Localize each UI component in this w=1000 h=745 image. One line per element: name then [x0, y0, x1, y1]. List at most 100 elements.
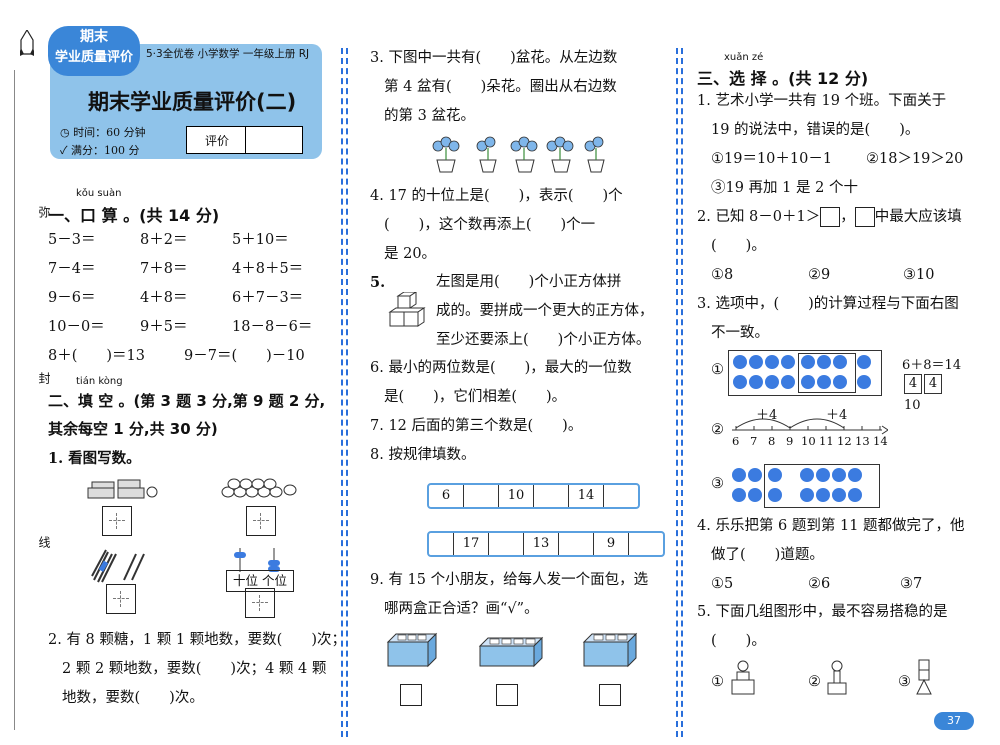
- s3-q2-opt3: ③10: [903, 267, 935, 283]
- oral-item: 5－3＝: [48, 232, 96, 248]
- s3-q1-opt2: ②18＞19＞20: [866, 151, 964, 167]
- q1-text: 1. 看图写数。: [48, 450, 141, 467]
- answer-box-4[interactable]: [245, 588, 275, 618]
- check-box-3[interactable]: [599, 684, 621, 706]
- section2-pinyin: tián kòng: [76, 376, 123, 387]
- tick-label: 10: [801, 434, 816, 448]
- s3-q5-opt1: ①: [711, 674, 724, 690]
- seq-cell[interactable]: 13: [524, 533, 559, 555]
- blocks-picture-3: [914, 658, 934, 700]
- s3-q4-opt1: ①5: [711, 576, 734, 592]
- oral-item: 9＋5＝: [140, 319, 188, 335]
- clock-icon: ◷: [60, 126, 74, 139]
- q5-line3: 至少还要添上( )个小正方体。: [436, 332, 651, 348]
- q7-text: 7. 12 后面的第三个数是( )。: [370, 418, 583, 434]
- abacus-picture: [226, 546, 290, 576]
- split-box-2: 4: [924, 374, 942, 394]
- seq-cell[interactable]: [629, 533, 663, 555]
- q3-line1: 3. 下图中一共有( )盆花。从左边数: [370, 50, 618, 66]
- oral-item: 4＋8＝: [140, 290, 188, 306]
- tick-label: 8: [768, 434, 776, 448]
- s3-q4-line1: 4. 乐乐把第 6 题到第 11 题都做完了，他: [697, 518, 965, 534]
- seq-cell[interactable]: 14: [569, 485, 604, 507]
- q3-line2: 第 4 盆有( )朵花。圈出从右边数: [384, 79, 617, 95]
- s3-q2-line1: 2. 已知 8－0＋1＞ ， 中最大应该填: [697, 203, 962, 232]
- column-divider-4: [681, 48, 683, 737]
- oral-item: 9－6＝: [48, 290, 96, 306]
- q8-text: 8. 按规律填数。: [370, 447, 476, 463]
- s3-q4-opt3: ③7: [900, 576, 923, 592]
- q9-line1: 9. 有 15 个小朋友，给每人发一个面包，选: [370, 572, 649, 588]
- seq-cell[interactable]: 6: [429, 485, 464, 507]
- q4-line2: ( )，这个数再添上( )个一: [384, 217, 596, 233]
- s3-q1-opt1: ①19＝10＋10－1: [711, 151, 833, 167]
- margin-rule: [14, 70, 15, 730]
- seq-cell[interactable]: 9: [594, 533, 629, 555]
- time-info: ◷ 时间：60 分钟: [60, 124, 146, 140]
- q2-line2: 2 颗 2 颗地数，要数( )次；4 颗 4 颗: [62, 661, 327, 677]
- sequence-row-2: 17 13 9: [427, 531, 665, 557]
- s3-q5-opt3: ③: [898, 674, 911, 690]
- evaluation-label: 评价: [205, 134, 230, 148]
- s3-q5-line1: 5. 下面几组图形中，最不容易搭稳的是: [697, 604, 948, 620]
- number-line-ticks: 6 7 8 9 10 11 12 13 14: [730, 434, 890, 448]
- answer-box-3[interactable]: [106, 584, 136, 614]
- oral-item: 8＋( )＝13: [48, 348, 145, 364]
- answer-box-2[interactable]: [246, 506, 276, 536]
- blank-box-2[interactable]: [854, 207, 875, 227]
- s3-q1-opt3: ③19 再加 1 是 2 个十: [711, 180, 858, 196]
- section1-title: 一、口 算 。(共 14 分): [48, 206, 220, 225]
- rocket-icon: [18, 28, 36, 60]
- badge-line-2: 学业质量评价: [54, 50, 133, 65]
- series-label: 5·3全优卷 小学数学 一年级上册 RJ: [146, 48, 310, 60]
- s3-q3-mark1: ①: [711, 362, 724, 378]
- margin-seal-3: 线: [37, 536, 51, 548]
- s3-q2-text-a: 2. 已知 8－0＋1＞: [697, 209, 821, 225]
- oral-item: 4＋8＋5＝: [232, 261, 304, 277]
- s3-q2-text-b: 中最大应该填: [874, 209, 962, 225]
- q3-equation: 6＋8＝14: [902, 358, 962, 373]
- seq-cell[interactable]: 17: [454, 533, 489, 555]
- oral-item: 5＋10＝: [232, 232, 289, 248]
- s3-q5-opt2: ②: [808, 674, 821, 690]
- s3-q2-comma: ，: [840, 209, 855, 225]
- s3-q1-line1: 1. 艺术小学一共有 19 个班。下面关于: [697, 93, 947, 109]
- q5-number: 5.: [370, 274, 386, 291]
- q9-line2: 哪两盒正合适？画“√”。: [384, 601, 539, 617]
- q5-line1: 左图是用( )个小正方体拼: [436, 274, 622, 290]
- column-divider-3: [676, 48, 678, 737]
- s3-q2-line2: ( )。: [711, 238, 766, 254]
- s3-q1-line2: 19 的说法中，错误的是( )。: [711, 122, 920, 138]
- seq-cell[interactable]: [534, 485, 569, 507]
- score-info: ✓ 满分：100 分: [60, 142, 140, 158]
- check-box-1[interactable]: [400, 684, 422, 706]
- blank-box-1[interactable]: [820, 207, 841, 227]
- seq-cell[interactable]: 10: [499, 485, 534, 507]
- tick-label: 11: [819, 434, 834, 448]
- counters-picture: [84, 476, 164, 506]
- seq-cell[interactable]: [489, 533, 524, 555]
- oral-item: 7－4＝: [48, 261, 96, 277]
- oral-item: 8＋2＝: [140, 232, 188, 248]
- check-box-2[interactable]: [496, 684, 518, 706]
- tick-label: 9: [786, 434, 794, 448]
- answer-box-1[interactable]: [102, 506, 132, 536]
- bread-box-3: [580, 628, 640, 672]
- evaluation-field[interactable]: [245, 127, 303, 153]
- seq-cell[interactable]: [464, 485, 499, 507]
- tick-label: 7: [750, 434, 758, 448]
- page-number: 37: [947, 714, 961, 727]
- oral-item: 9－7＝( )－10: [184, 348, 305, 364]
- seq-cell[interactable]: [429, 533, 454, 555]
- evaluation-box: 评价: [186, 126, 303, 154]
- cubes-picture: [386, 291, 432, 336]
- page-title: 期末学业质量评价(二): [88, 90, 297, 114]
- time-text: 时间：60 分钟: [73, 126, 146, 139]
- s3-q3-mark2: ②: [711, 422, 724, 438]
- q5-line2: 成的。要拼成一个更大的正方体，: [436, 303, 654, 319]
- header-badge: 期末 学业质量评价: [48, 26, 140, 76]
- s3-q3-line1: 3. 选项中，( )的计算过程与下面右图: [697, 296, 959, 312]
- seq-cell[interactable]: [559, 533, 594, 555]
- seq-cell[interactable]: [604, 485, 638, 507]
- oral-item: 6＋7－3＝: [232, 290, 304, 306]
